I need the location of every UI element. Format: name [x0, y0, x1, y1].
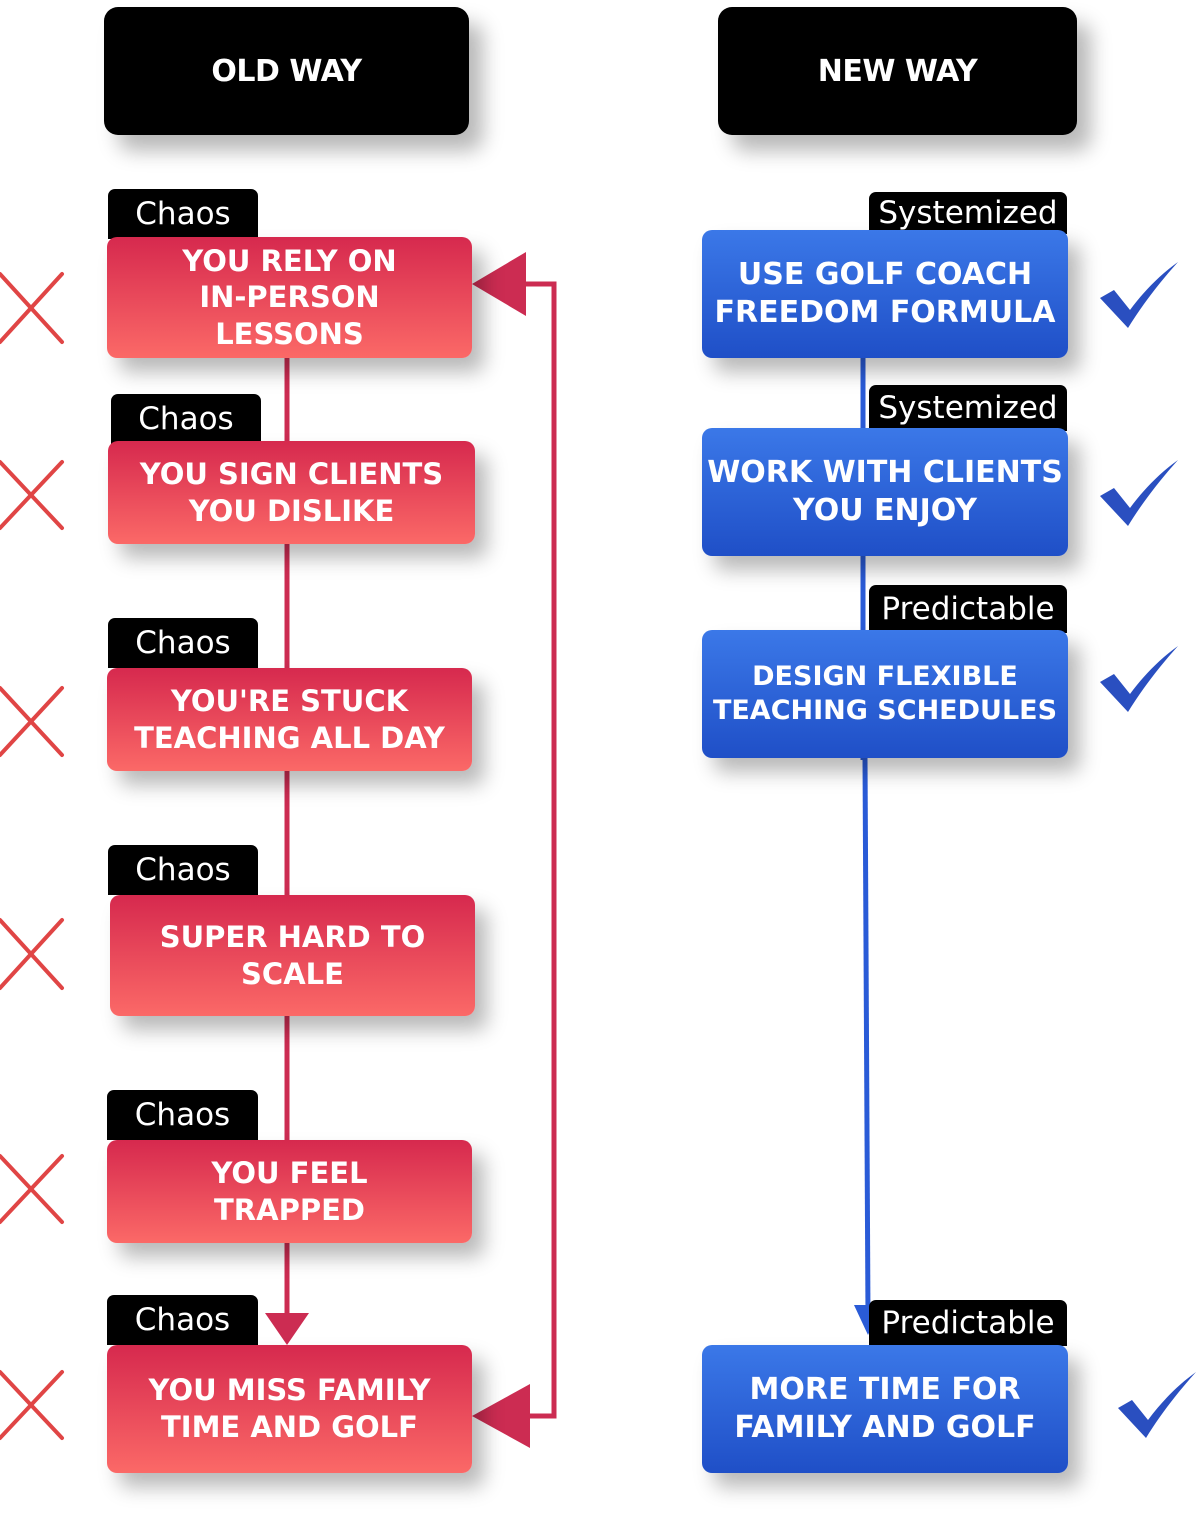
step-line: TEACHING SCHEDULES: [712, 695, 1058, 726]
old-way-down-arrow: [265, 1313, 309, 1345]
step-line: YOU ENJOY: [793, 493, 977, 528]
chaos-tag: Chaos: [108, 845, 258, 895]
step-line: FREEDOM FORMULA: [714, 295, 1056, 330]
x-mark-icon: [0, 1154, 64, 1224]
x-mark-icon: [0, 918, 64, 990]
loop-arrow-bottom: [472, 1384, 530, 1448]
step-line: LESSONS: [215, 316, 364, 351]
checkmark-icon: [1100, 460, 1178, 526]
step-line: WORK WITH CLIENTS: [707, 455, 1063, 491]
step-line: USE GOLF COACH: [737, 257, 1033, 293]
new-way-header: NEW WAY: [718, 7, 1077, 135]
old-way-header: OLD WAY: [104, 7, 469, 135]
loop-arrow-top: [472, 252, 526, 316]
step-line: SUPER HARD TO: [159, 919, 426, 954]
step-line: YOU FEEL: [211, 1155, 368, 1190]
checkmark-icon: [1100, 646, 1178, 712]
chaos-tag: Chaos: [107, 1090, 258, 1140]
step-line: TRAPPED: [214, 1192, 365, 1227]
step-line: IN-PERSON: [199, 280, 380, 315]
systemized-tag: Systemized: [869, 192, 1067, 234]
x-marks: [0, 272, 64, 1440]
step-line: FAMILY AND GOLF: [734, 1410, 1036, 1445]
step-line: MORE TIME FOR: [749, 1372, 1021, 1408]
chaos-tag: Chaos: [108, 189, 258, 239]
predictable-tag: Predictable: [869, 585, 1067, 633]
step-line: TIME AND GOLF: [161, 1410, 418, 1444]
step-line: YOU RELY ON: [182, 243, 397, 278]
step-line: YOU'RE STUCK: [170, 683, 409, 718]
x-mark-icon: [0, 272, 64, 344]
systemized-tag: Systemized: [869, 385, 1067, 431]
step-line: SCALE: [241, 956, 344, 991]
new-way-long-connector: [862, 757, 871, 1319]
x-mark-icon: [0, 686, 64, 757]
chaos-tag: Chaos: [107, 1295, 258, 1345]
step-line: YOU MISS FAMILY: [148, 1373, 431, 1408]
checkmark-icon: [1100, 262, 1178, 328]
step-line: YOU DISLIKE: [188, 493, 395, 528]
x-mark-icon: [0, 1370, 64, 1440]
checkmark-icon: [1118, 1372, 1196, 1438]
chaos-tag: Chaos: [108, 618, 258, 668]
predictable-tag: Predictable: [869, 1300, 1067, 1346]
step-line: YOU SIGN CLIENTS: [139, 456, 444, 491]
loop-back-line: [505, 281, 557, 1419]
step-line: DESIGN FLEXIBLE: [752, 660, 1018, 692]
checkmarks: [1100, 262, 1196, 1438]
x-mark-icon: [0, 460, 64, 530]
chaos-tag: Chaos: [111, 394, 261, 444]
step-line: TEACHING ALL DAY: [134, 720, 445, 755]
